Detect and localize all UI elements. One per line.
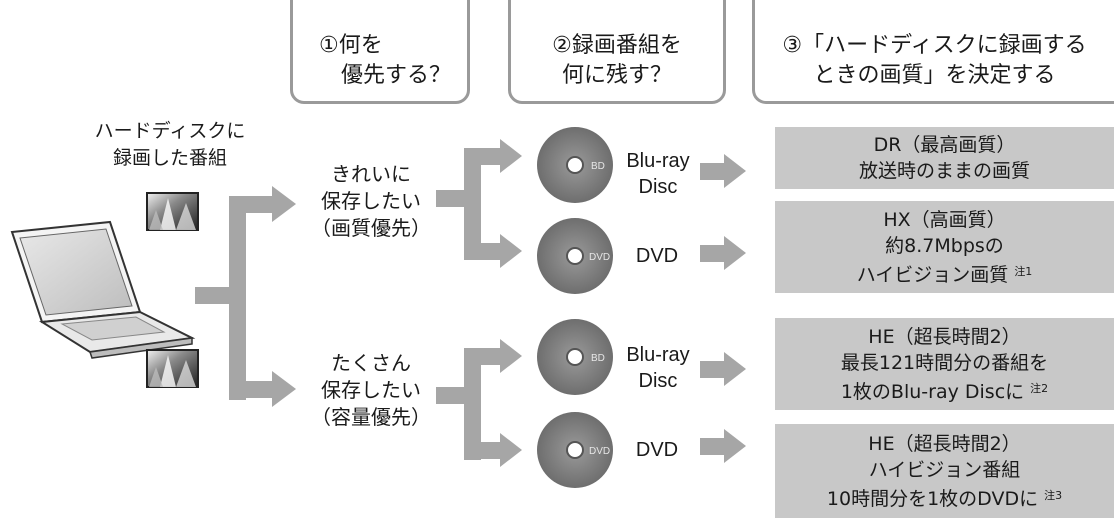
dvd-disc-icon: DVD (537, 218, 613, 294)
bluray-disc-icon: BD (537, 319, 613, 395)
result-dr: DR（最高画質） 放送時のままの画質 (775, 127, 1114, 189)
result-hx: HX（高画質） 約8.7Mbpsの ハイビジョン画質注1 (775, 201, 1114, 293)
source-label: ハードディスクに 録画した番組 (94, 120, 246, 169)
note-3: 注3 (1044, 488, 1063, 502)
step2-header: ②録画番組を 何に残す？ (508, 0, 726, 104)
step2-line1: ②録画番組を (552, 33, 682, 58)
laptop-icon (10, 220, 196, 359)
step1-header: ①何を 優先する？ (290, 0, 470, 104)
priority-capacity-label: たくさん 保存したい （容量優先） (311, 351, 431, 429)
dvd-label: DVD (635, 245, 679, 267)
note-2: 注2 (1030, 381, 1049, 395)
bluray-disc-icon: BD (537, 127, 613, 203)
step3-header: ③「ハードディスクに録画する ときの画質」を決定する (752, 0, 1114, 104)
dvd-disc-text: DVD (589, 446, 610, 457)
step3-line2: ときの画質」を決定する (813, 63, 1056, 88)
bd-disc-text: BD (591, 353, 605, 364)
bluray-label: Blu-ray Disc (626, 344, 690, 392)
step1-line2: 優先する？ (341, 63, 452, 88)
note-1: 注1 (1014, 264, 1033, 278)
recorded-program-thumbnail-icon (146, 349, 199, 388)
priority-quality-label: きれいに 保存したい （画質優先） (311, 162, 431, 240)
recorded-program-thumbnail-icon (146, 192, 199, 231)
step3-line1: ③「ハードディスクに録画する (782, 33, 1087, 58)
result-he-bluray: HE（超長時間2） 最長121時間分の番組を 1枚のBlu-ray Discに注… (775, 318, 1114, 410)
dvd-label: DVD (635, 439, 679, 461)
dvd-disc-icon: DVD (537, 412, 613, 488)
bluray-label: Blu-ray Disc (626, 150, 690, 198)
step1-line1: ①何を (319, 33, 383, 58)
dvd-disc-text: DVD (589, 252, 610, 263)
branch-arrows (195, 139, 746, 467)
step2-line2: 何に残す？ (561, 63, 672, 88)
bd-disc-text: BD (591, 161, 605, 172)
result-he-dvd: HE（超長時間2） ハイビジョン番組 10時間分を1枚のDVDに注3 (775, 424, 1114, 518)
